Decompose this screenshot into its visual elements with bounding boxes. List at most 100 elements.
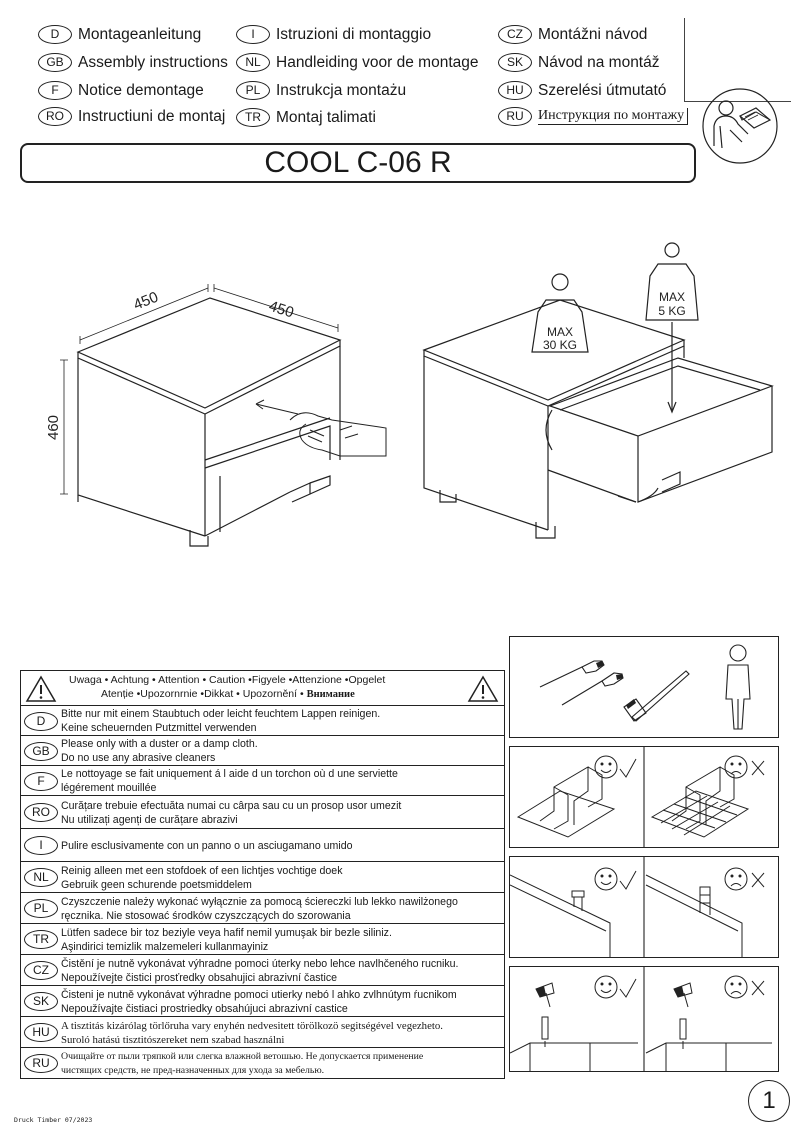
lang-code: GB	[24, 741, 58, 761]
lang-code: CZ	[24, 961, 58, 980]
lang-code: RO	[24, 803, 58, 822]
lang-code: NL	[236, 53, 270, 72]
lang-code: HU	[24, 1023, 58, 1042]
product-title: COOL C-06 R	[20, 143, 696, 183]
lang-label: Handleiding voor de montage	[276, 53, 479, 71]
lang-nl: NL Handleiding voor de montage	[236, 53, 479, 72]
care-text: Pulire esclusivamente con un panno o un …	[61, 839, 353, 852]
lang-pl: PL Instrukcja montażu	[236, 81, 406, 100]
lang-code: CZ	[498, 25, 532, 44]
care-text: Keine scheuernden Putzmittel verwenden	[61, 722, 257, 734]
care-table: Uwaga • Achtung • Attention • Caution •F…	[20, 670, 505, 1079]
surface-panel	[509, 746, 779, 848]
care-text: Le nottoyage se fait uniquement á l aide…	[61, 768, 398, 780]
warning-icon	[25, 675, 57, 702]
care-text: Čistění je nutně vykonávat výhradne pomo…	[61, 957, 459, 970]
warning-icon	[467, 675, 499, 702]
care-text: Do no use any abrasive cleaners	[61, 752, 216, 764]
lang-code: RU	[24, 1054, 58, 1073]
caution-ru: Внимание	[306, 689, 355, 700]
lang-label: Montážni návod	[538, 25, 648, 43]
lang-code: TR	[24, 930, 58, 949]
care-text: Lütfen sadece bir toz beziyle veya hafif…	[61, 926, 392, 939]
lang-label: Szerelési útmutató	[538, 81, 667, 99]
lang-code: PL	[236, 81, 270, 100]
care-text: чистящих средств, не пред-назначенных дл…	[61, 1064, 325, 1076]
weight-icon	[645, 242, 699, 414]
lang-code: RO	[38, 107, 72, 126]
dimension-height: 460	[45, 415, 62, 440]
sad-face-icon	[724, 755, 748, 779]
lang-label: Notice demontage	[78, 81, 204, 99]
lang-hu: HU Szerelési útmutató	[498, 81, 666, 100]
care-text: Очищайте от пыли тряпкой или слегка влаж…	[61, 1050, 424, 1062]
lang-code: NL	[24, 868, 58, 887]
lang-label: Instructiuni de montaj	[78, 107, 226, 125]
cabinet-dimension-drawing: 450 450 460	[45, 284, 387, 547]
lang-code: PL	[24, 899, 58, 918]
lang-code: SK	[24, 992, 58, 1011]
care-text: ręcznika. Nie stosować środków czyszcząc…	[61, 909, 351, 922]
lang-code: TR	[236, 108, 270, 127]
caution-line-2-text: Atenție •Upozornrnie •Dikkat • Upozorněn…	[101, 688, 304, 700]
header-frame	[684, 18, 791, 102]
lang-code: F	[24, 771, 58, 791]
dowel-panel	[509, 856, 779, 958]
lang-code: D	[24, 711, 58, 731]
care-text: Czyszczenie należy wykonać wyłącznie za …	[61, 895, 458, 908]
lang-code: SK	[498, 53, 532, 72]
caution-header: Uwaga • Achtung • Attention • Caution •F…	[21, 671, 504, 705]
tools-icon	[539, 644, 751, 730]
lang-label: Montaj talimati	[276, 108, 376, 126]
lang-code: RU	[498, 107, 532, 126]
lang-f: F Notice demontage	[38, 81, 204, 100]
print-note: Druck Timber 07/2023	[14, 1116, 93, 1124]
care-text: Čisteni je nutně vykonávat výhradne pomo…	[61, 988, 457, 1001]
lang-de: D Montageanleitung	[38, 25, 201, 44]
lang-ru: RU Инструкция по монтажу	[498, 107, 689, 126]
lang-code: F	[38, 81, 72, 100]
lang-cz: CZ Montážni návod	[498, 25, 647, 44]
lang-label: Istruzioni di montaggio	[276, 25, 432, 43]
care-text: Suroló hatású tisztitószereket nem szaba…	[61, 1033, 285, 1046]
caution-line-1: Uwaga • Achtung • Attention • Caution •F…	[69, 674, 386, 686]
care-text: légérement mouillée	[61, 782, 157, 794]
tools-panel	[509, 636, 779, 738]
top-load-max: MAX	[547, 325, 573, 339]
lang-code: HU	[498, 81, 532, 100]
lang-code: D	[38, 25, 72, 44]
lang-label: Montageanleitung	[78, 25, 202, 43]
care-text: Nepoužívejte čistici prosťredky obsahuji…	[61, 971, 338, 984]
lang-sk: SK Návod na montáž	[498, 53, 660, 72]
lang-ro: RO Instructiuni de montaj	[38, 107, 225, 126]
care-text: Bitte nur mit einem Staubtuch oder leich…	[61, 708, 381, 720]
care-text: A tisztitás kizárólag törlőruha vary eny…	[61, 1019, 443, 1032]
care-text: Reinig alleen met een stofdoek of een li…	[61, 864, 343, 877]
drawer-load-value: 5 KG	[658, 304, 685, 318]
hammer-panel	[509, 966, 779, 1072]
dowel-insertion-icon	[509, 857, 765, 957]
cabinet-load-drawing: MAX 30 KG MAX 5 KG	[422, 242, 774, 539]
care-text: Aşindirici temizlik malzemeleri kullanma…	[61, 940, 269, 953]
care-text: Curățare trebuie efectuăta numai cu cârp…	[61, 799, 402, 812]
caution-line-2: Atenție •Upozornrnie •Dikkat • Upozorněn…	[101, 688, 355, 700]
lang-label: Návod na montáž	[538, 53, 660, 71]
lang-label: Instrukcja montażu	[276, 81, 407, 99]
lang-label: Assembly instructions	[78, 53, 228, 71]
read-manual-icon	[702, 88, 778, 164]
lang-label: Инструкция по монтажу	[538, 108, 689, 125]
care-text: Nepoužívajte čistiaci prostriedky obsahú…	[61, 1002, 348, 1015]
dimension-width: 450	[131, 289, 161, 314]
care-text: Please only with a duster or a damp clot…	[61, 738, 258, 750]
lang-tr: TR Montaj talimati	[236, 108, 376, 127]
